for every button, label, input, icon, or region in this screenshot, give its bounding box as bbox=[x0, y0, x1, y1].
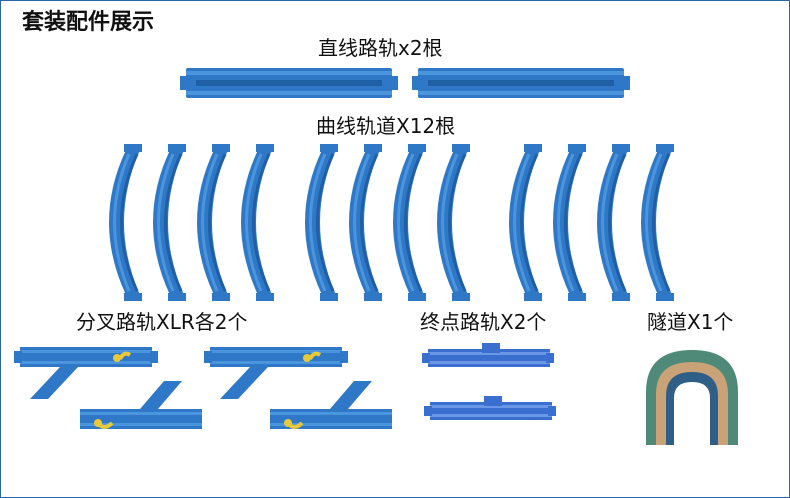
curved-track-12 bbox=[639, 142, 676, 303]
page-title: 套装配件展示 bbox=[22, 10, 155, 35]
straight-track-1 bbox=[180, 68, 398, 98]
curved-track-5 bbox=[303, 142, 340, 303]
tunnel-label: 隧道X1个 bbox=[647, 310, 734, 334]
end-track-label: 终点路轨X2个 bbox=[420, 310, 547, 334]
curved-track-9 bbox=[507, 142, 544, 303]
curved-track-label: 曲线轨道X12根 bbox=[316, 114, 456, 138]
tunnel bbox=[646, 350, 738, 445]
curved-track-7 bbox=[391, 142, 428, 303]
switch-track-2 bbox=[202, 345, 394, 431]
curved-track-4 bbox=[239, 142, 276, 303]
end-track-2 bbox=[424, 396, 556, 420]
curved-track-2 bbox=[151, 142, 188, 303]
switch-track-label: 分叉路轨XLR各2个 bbox=[76, 310, 248, 334]
end-track-1 bbox=[422, 343, 554, 367]
curved-track-1 bbox=[107, 142, 144, 303]
curved-track-8 bbox=[435, 142, 472, 303]
straight-track-2 bbox=[412, 68, 630, 98]
switch-track-1 bbox=[12, 345, 204, 431]
straight-track-label: 直线路轨x2根 bbox=[318, 36, 443, 60]
curved-track-6 bbox=[347, 142, 384, 303]
curved-track-10 bbox=[551, 142, 588, 303]
curved-track-3 bbox=[195, 142, 232, 303]
curved-track-11 bbox=[595, 142, 632, 303]
